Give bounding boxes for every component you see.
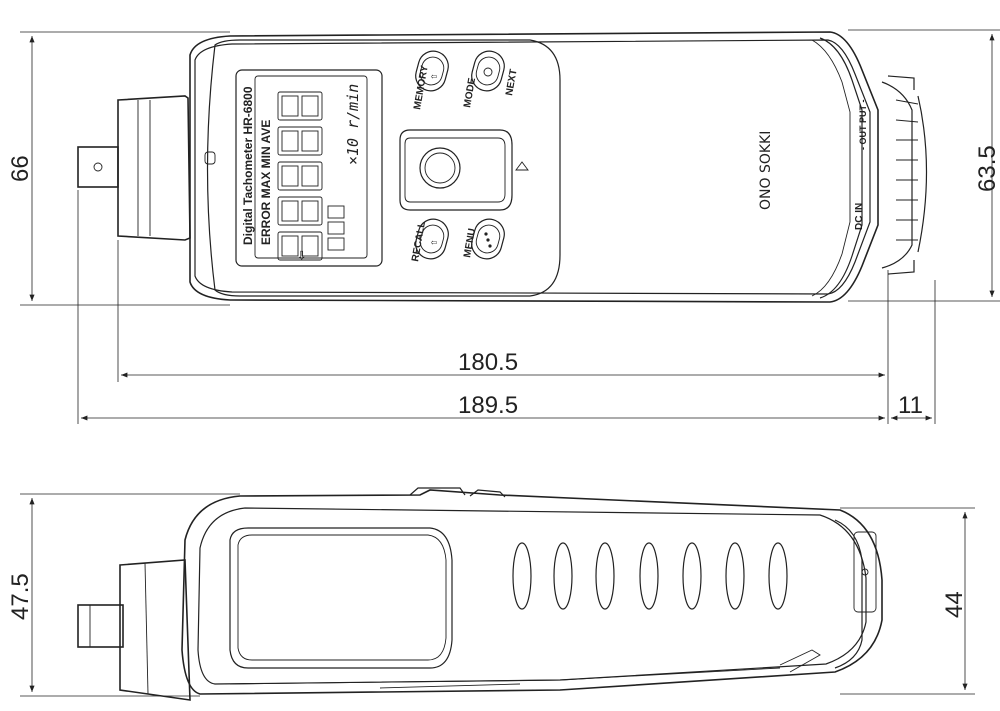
front-panel [206, 39, 561, 297]
side-dimensions: 47.5 44 [7, 493, 975, 697]
dim-connector: 11 [898, 392, 923, 419]
up-arrow-icon-2: ⇧ [427, 239, 440, 246]
dim-height-left: 66 [7, 155, 34, 182]
dim-height-right: 63.5 [974, 145, 1000, 192]
led-indicator [204, 151, 216, 165]
sensor-connector [77, 95, 191, 241]
top-view: Digital Tachometer HR-6800 ERROR MAX MIN… [77, 31, 928, 303]
dim-depth-left: 47.5 [7, 573, 34, 620]
dim-width-total: 189.5 [458, 392, 518, 419]
next-label: NEXT [504, 68, 519, 96]
output-cable-grip [881, 75, 928, 275]
output-label: - OUT PUT - [858, 100, 868, 151]
brand-logo: ONO SOKKI [758, 131, 774, 210]
recall-label: RECALL [410, 221, 428, 263]
menu-button[interactable]: MENU [462, 216, 508, 262]
center-control[interactable] [399, 129, 513, 211]
grip-recess [229, 527, 453, 669]
memory-label: MEMORY [412, 64, 431, 110]
dc-in-label: DC IN [854, 203, 865, 230]
top-dimensions: 66 63.5 180.5 189.5 11 [7, 29, 1000, 424]
mode-label: MODE [462, 77, 478, 109]
triangle-mark [515, 161, 529, 171]
body-outline-top [189, 31, 879, 303]
lcd-digits [277, 91, 345, 261]
dim-depth-right: 44 [941, 591, 968, 618]
return-arrow-icon: ⇦ [291, 250, 310, 260]
up-arrow-icon: ⇧ [427, 73, 440, 80]
side-view [77, 487, 883, 701]
model-label: Digital Tachometer HR-6800 [241, 86, 255, 245]
dim-width-body: 180.5 [458, 349, 518, 376]
unit-label: ×10 r/min [344, 84, 362, 165]
recall-button[interactable]: RECALL ⇧ [410, 216, 452, 263]
body-outline-side [181, 489, 883, 695]
side-connector [77, 559, 191, 701]
lcd-window [235, 69, 383, 267]
mode-line-label: ERROR MAX MIN AVE [259, 120, 273, 245]
memory-button[interactable]: MEMORY ⇧ [412, 48, 452, 111]
mode-next-button[interactable]: MODE NEXT [462, 48, 520, 109]
menu-label: MENU [462, 228, 478, 259]
grip-slots [512, 542, 788, 610]
